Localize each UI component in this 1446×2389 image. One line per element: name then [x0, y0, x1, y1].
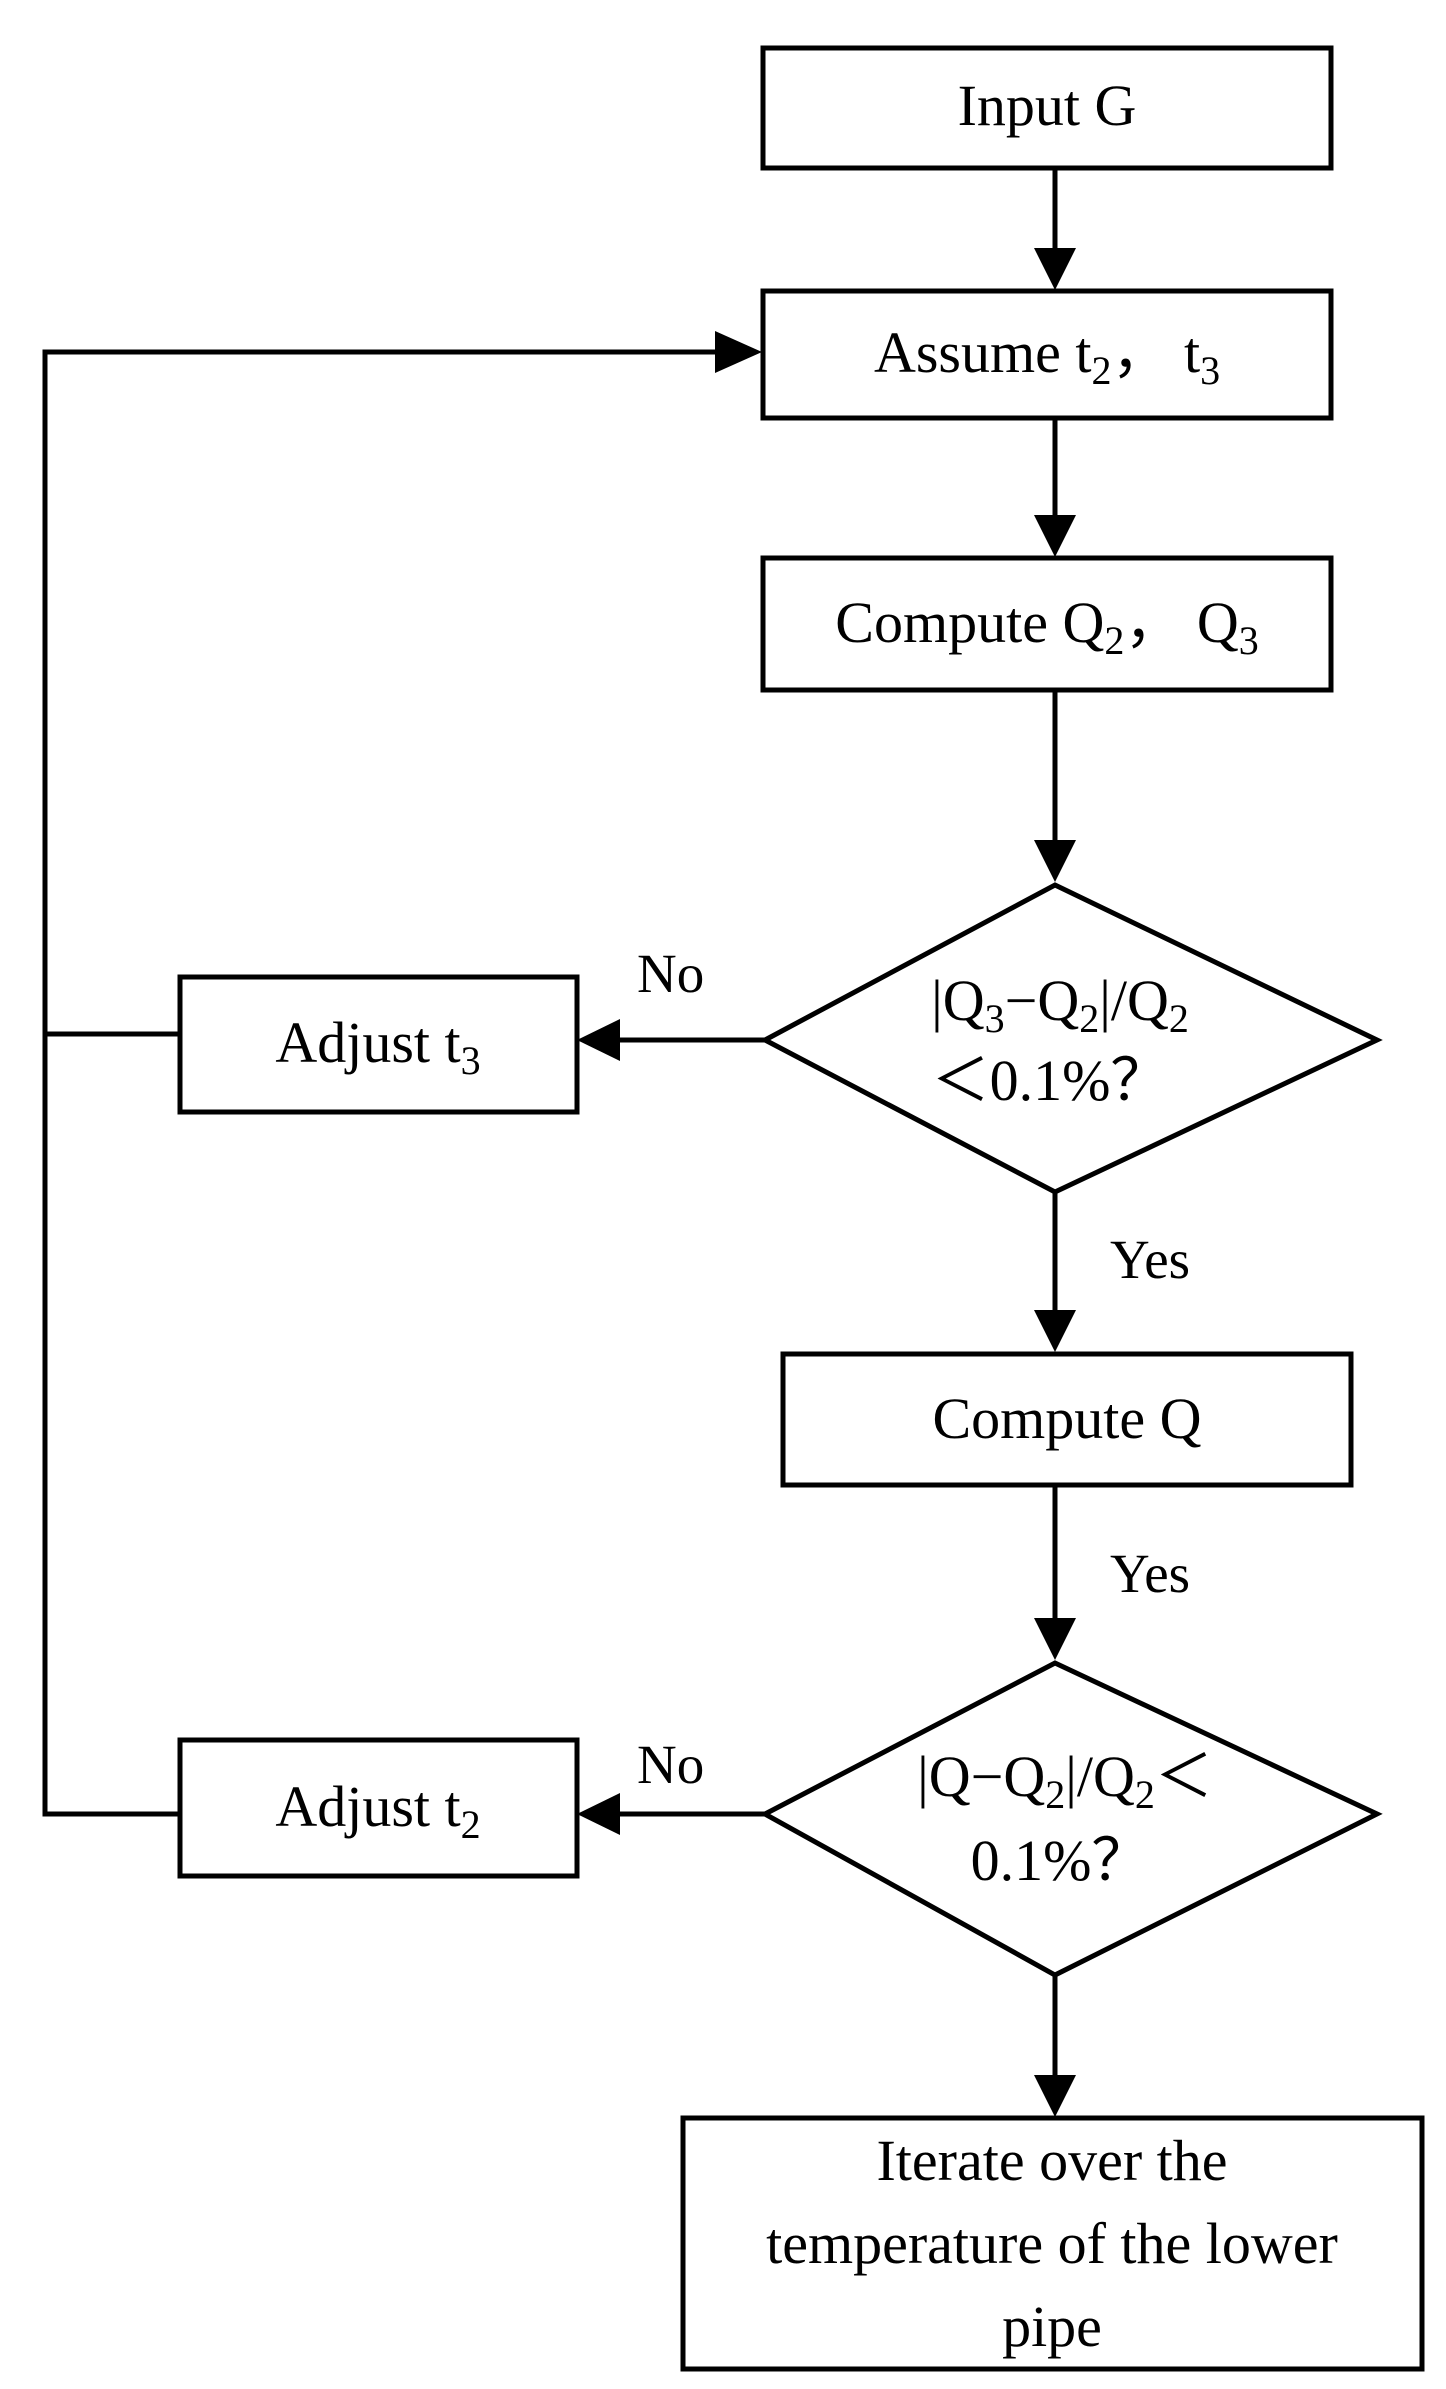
- node-label: Input G: [958, 73, 1137, 138]
- node-compute-q: Compute Q: [780, 1351, 1354, 1488]
- node-decision-1: |Q3−Q2|/Q2 ＜0.1%？: [759, 882, 1383, 1195]
- arrowhead: [577, 1019, 620, 1061]
- node-compute-q2-q3: Compute Q2， Q3: [760, 555, 1334, 693]
- node-label-line3: pipe: [1002, 2294, 1102, 2359]
- node-adjust-t2: Adjust t2: [177, 1737, 580, 1879]
- arrowhead: [715, 331, 762, 373]
- process-box: [680, 2115, 1425, 2372]
- node-label: Compute Q: [932, 1386, 1201, 1451]
- node-decision-2: |Q−Q2|/Q2＜ 0.1%？: [759, 1660, 1383, 1978]
- decision-condition-line2: ＜0.1%？: [932, 1048, 1169, 1113]
- arrowhead: [1034, 248, 1076, 290]
- node-adjust-t3: Adjust t3: [177, 974, 580, 1115]
- process-box: [760, 45, 1334, 171]
- edge-label-yes-1: Yes: [1110, 1229, 1190, 1290]
- arrowhead: [1034, 2075, 1076, 2117]
- feedback-loop-line: [42, 349, 715, 1817]
- process-box: [760, 555, 1334, 693]
- process-box: [780, 1351, 1354, 1488]
- edge-label-no-1: No: [637, 943, 704, 1004]
- edge-label-no-2: No: [637, 1734, 704, 1795]
- decision-condition-line1: |Q3−Q2|/Q2: [931, 968, 1189, 1041]
- arrowhead: [577, 1793, 620, 1835]
- arrowhead: [1034, 840, 1076, 882]
- process-box: [177, 974, 580, 1115]
- decision-diamond: [759, 1660, 1383, 1978]
- node-assume: Assume t2， t3: [760, 288, 1334, 421]
- edge-label-yes-2: Yes: [1110, 1543, 1190, 1604]
- connectors: [42, 168, 1076, 2117]
- node-label: Assume t2， t3: [874, 320, 1220, 393]
- node-iterate: Iterate over the temperature of the lowe…: [680, 2115, 1425, 2372]
- node-label-line2: temperature of the lower: [766, 2211, 1338, 2276]
- node-label: Adjust t2: [275, 1774, 480, 1847]
- decision-condition-line2: 0.1%？: [971, 1828, 1150, 1893]
- arrowhead: [1034, 1618, 1076, 1660]
- node-input: Input G: [760, 45, 1334, 171]
- node-label: Adjust t3: [275, 1010, 480, 1083]
- node-label-line1: Iterate over the: [876, 2128, 1227, 2193]
- decision-condition-line1: |Q−Q2|/Q2＜: [917, 1744, 1213, 1817]
- process-box: [177, 1737, 580, 1879]
- decision-diamond: [759, 882, 1383, 1195]
- arrowhead: [1034, 515, 1076, 557]
- node-label: Compute Q2， Q3: [835, 590, 1258, 663]
- arrowhead: [1034, 1310, 1076, 1352]
- process-box: [760, 288, 1334, 421]
